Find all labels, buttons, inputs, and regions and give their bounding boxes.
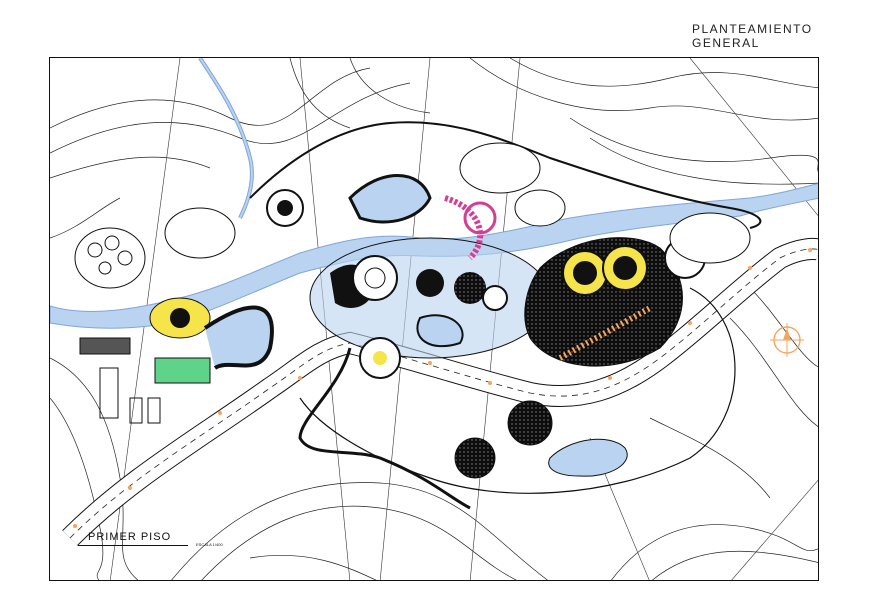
east-complex [454, 212, 751, 479]
contour-lines [50, 58, 818, 580]
central-complex [266, 142, 566, 379]
north-arrow-icon [770, 323, 804, 357]
floor-label-underline [78, 545, 188, 546]
north-loop [249, 121, 762, 229]
site-plan-frame [49, 57, 819, 581]
floor-label: PRIMER PISO [88, 531, 172, 543]
scale-note: ESCALA 1/400 [196, 542, 223, 547]
main-road [62, 238, 818, 546]
site-plan-drawing [50, 58, 818, 580]
ring-road [299, 287, 736, 494]
west-cluster [74, 207, 274, 424]
road-markers [73, 248, 812, 528]
sheet-title: PLANTEAMIENTO GENERAL [692, 22, 813, 50]
